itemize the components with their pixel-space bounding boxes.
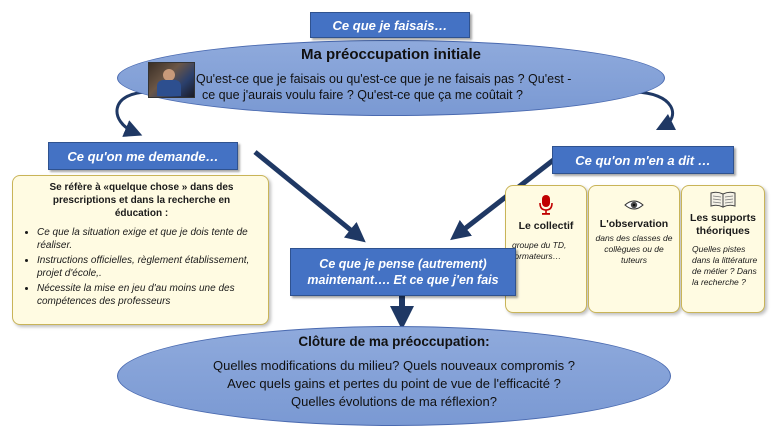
feedback-collective-detail: groupe du TD, formateurs… — [512, 240, 567, 261]
feedback-box-observation: L'observation dans des classes de collèg… — [588, 185, 680, 313]
closure-line3: Quelles évolutions de ma réflexion? — [291, 394, 497, 409]
feedback-theory-title: Les supports théoriques — [690, 212, 756, 237]
eye-icon — [624, 198, 644, 210]
feedback-box-collective: Le collectif groupe du TD, formateurs… — [505, 185, 587, 313]
curved-arrow-left — [115, 90, 151, 137]
prescriptions-item: Nécessite la mise en jeu d'au moins une … — [37, 282, 260, 308]
initial-concern-question-line2: ce que j'aurais voulu faire ? Qu'est-ce … — [202, 88, 523, 102]
initial-concern-ellipse — [117, 40, 665, 116]
closure-ellipse — [117, 326, 671, 426]
microphone-icon — [538, 194, 554, 216]
diagonal-arrow-left — [253, 150, 366, 243]
feedback-observation-title: L'observation — [599, 218, 669, 230]
prescriptions-item: Instructions officielles, règlement étab… — [37, 254, 260, 280]
closure-line2: Avec quels gains et pertes du point de v… — [227, 376, 561, 391]
feedback-theory-detail: Quelles pistes dans la littérature de mé… — [692, 244, 758, 287]
prescriptions-item: Ce que la situation exige et que je dois… — [37, 226, 260, 252]
feedback-observation-detail: dans des classes de collègues ou de tute… — [595, 233, 673, 265]
reflection-line2: maintenant…. Et ce que j'en fais — [307, 273, 499, 287]
reflection-line1: Ce que je pense (autrement) — [319, 257, 487, 271]
right-banner: Ce qu'on m'en a dit … — [552, 146, 734, 174]
feedback-box-theory: Les supports théoriques Quelles pistes d… — [681, 185, 765, 313]
closure-text: Clôture de ma préoccupation: Quelles mod… — [117, 334, 671, 411]
initial-concern-title: Ma préoccupation initiale — [300, 46, 482, 63]
feedback-collective-title: Le collectif — [518, 220, 574, 232]
top-banner: Ce que je faisais… — [310, 12, 470, 38]
initial-concern-questions: Qu'est-ce que je faisais ou qu'est-ce qu… — [196, 71, 636, 103]
prescriptions-list: Ce que la situation exige et que je dois… — [23, 226, 260, 308]
curved-arrow-right — [631, 90, 677, 131]
prescriptions-box: Se réfère à «quelque chose » dans des pr… — [12, 175, 269, 325]
initial-concern-question-line1: Qu'est-ce que je faisais ou qu'est-ce qu… — [196, 72, 572, 86]
reflection-box: Ce que je pense (autrement) maintenant….… — [290, 248, 516, 296]
book-icon — [710, 190, 736, 208]
classroom-photo — [148, 62, 195, 98]
closure-title: Clôture de ma préoccupation: — [298, 334, 490, 349]
prescriptions-heading: Se réfère à «quelque chose » dans des pr… — [49, 182, 234, 219]
left-banner: Ce qu'on me demande… — [48, 142, 238, 170]
closure-line1: Quelles modifications du milieu? Quels n… — [212, 358, 575, 373]
